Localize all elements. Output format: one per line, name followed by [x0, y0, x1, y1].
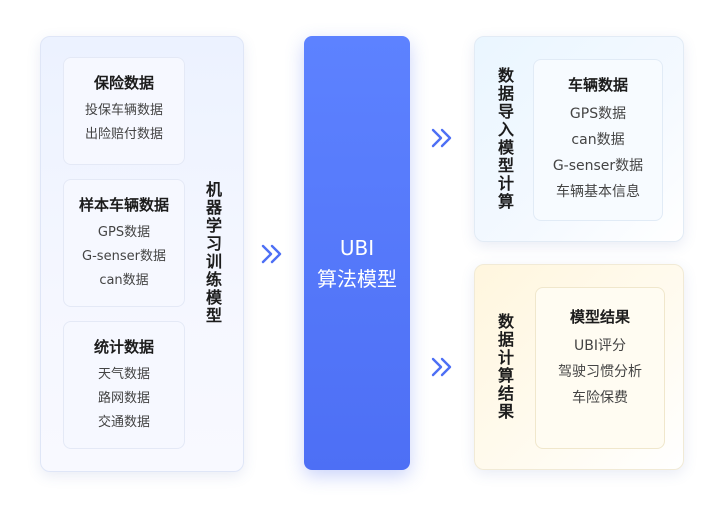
data-import-panel: 数据导入模型计算 车辆数据 GPS数据 can数据 G-senser数据 车辆基…	[474, 36, 684, 242]
sample-vehicle-data-card: 样本车辆数据 GPS数据 G-senser数据 can数据	[63, 179, 185, 307]
card-title: 样本车辆数据	[78, 196, 169, 214]
calculation-result-panel: 数据计算结果 模型结果 UBI评分 驾驶习惯分析 车险保费	[474, 264, 684, 470]
card-line: 投保车辆数据	[84, 103, 163, 118]
card-line: 出险赔付数据	[84, 127, 163, 142]
calculation-result-label: 数据计算结果	[497, 312, 514, 421]
card-line: GPS数据	[97, 225, 151, 240]
double-chevron-right-icon	[261, 244, 282, 264]
card-title: 统计数据	[93, 338, 154, 356]
insurance-data-card: 保险数据 投保车辆数据 出险赔付数据	[63, 57, 185, 165]
card-line: can数据	[99, 273, 149, 288]
double-chevron-right-icon	[431, 357, 452, 377]
model-result-card: 模型结果 UBI评分 驾驶习惯分析 车险保费	[535, 287, 665, 449]
card-title: 模型结果	[569, 308, 630, 326]
card-title: 保险数据	[93, 74, 154, 92]
card-title: 车辆数据	[567, 76, 628, 94]
ubi-algorithm-model-block: UBI 算法模型	[304, 36, 410, 470]
card-line: GPS数据	[569, 106, 627, 122]
card-line: G-senser数据	[82, 249, 166, 264]
card-line: 车辆基本信息	[556, 184, 640, 200]
left-input-panel: 保险数据 投保车辆数据 出险赔付数据 样本车辆数据 GPS数据 G-senser…	[40, 36, 244, 472]
card-line: 天气数据	[97, 367, 150, 382]
data-import-label: 数据导入模型计算	[497, 66, 514, 211]
card-line: 交通数据	[97, 415, 150, 430]
center-label-line2: 算法模型	[317, 267, 397, 291]
center-label-line1: UBI	[339, 236, 375, 260]
card-line: 车险保费	[572, 390, 628, 406]
card-line: 路网数据	[97, 391, 150, 406]
card-line: UBI评分	[574, 338, 626, 354]
vehicle-data-card: 车辆数据 GPS数据 can数据 G-senser数据 车辆基本信息	[533, 59, 663, 221]
card-line: 驾驶习惯分析	[558, 364, 642, 380]
card-line: can数据	[571, 132, 625, 148]
ml-training-label: 机器学习训练模型	[205, 180, 222, 325]
double-chevron-right-icon	[431, 128, 452, 148]
card-line: G-senser数据	[552, 158, 644, 174]
statistics-data-card: 统计数据 天气数据 路网数据 交通数据	[63, 321, 185, 449]
